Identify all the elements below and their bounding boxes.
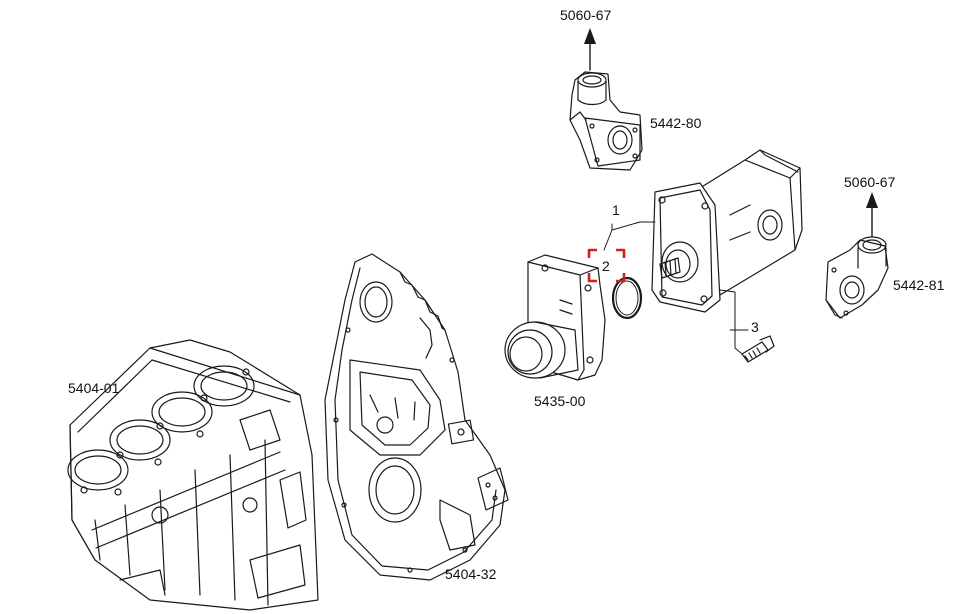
label-adapter-flange: 5435-00 — [534, 393, 586, 409]
outlet-arrow-right — [866, 192, 878, 237]
adapter-flange-drawing — [504, 254, 606, 381]
right-fitting-drawing — [825, 236, 889, 319]
label-fitting-right: 5442-81 — [893, 277, 945, 293]
callout-leaders — [603, 221, 749, 355]
label-timing-cover: 5404-32 — [445, 566, 497, 582]
callout-3-label: 3 — [751, 319, 759, 335]
label-outlet-arrow-left: 5060-67 — [560, 7, 612, 23]
callout-1-label: 1 — [612, 202, 620, 218]
top-fitting-drawing — [569, 71, 643, 171]
outlet-arrow-left — [584, 28, 596, 71]
o-ring-drawing — [611, 276, 643, 320]
engine-block-drawing — [67, 339, 319, 611]
label-engine-block: 5404-01 — [68, 380, 120, 396]
callout-2-label: 2 — [602, 258, 610, 274]
label-fitting-top: 5442-80 — [650, 115, 702, 131]
bolt-drawing — [741, 335, 775, 363]
label-outlet-arrow-right: 5060-67 — [844, 174, 896, 190]
timing-cover-drawing — [324, 253, 509, 581]
hydraulic-pump-drawing — [651, 149, 803, 313]
highlight-box — [587, 248, 626, 283]
